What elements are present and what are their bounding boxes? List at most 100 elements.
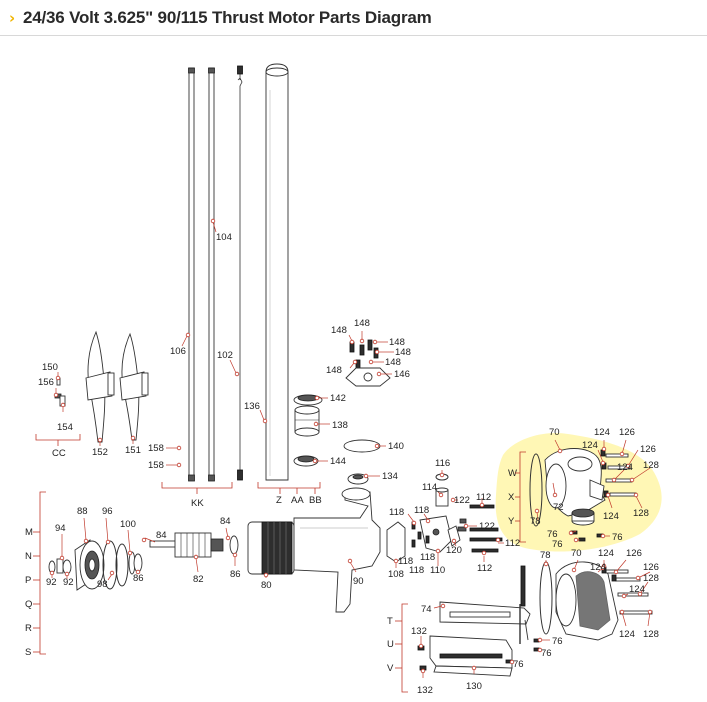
callout-92a: 92 [46, 577, 57, 588]
end-cap-88[interactable] [74, 539, 105, 591]
cap-72[interactable] [571, 508, 595, 526]
callout-130: 130 [466, 681, 482, 692]
armature-82[interactable] [149, 532, 224, 558]
collar-138[interactable] [294, 405, 320, 437]
callout-128b: 128 [633, 508, 649, 519]
callout-118c: 118 [420, 552, 435, 563]
callout-134: 134 [382, 471, 398, 482]
callout-110: 110 [430, 565, 445, 576]
group-label-m: M [25, 527, 33, 538]
shaft-104[interactable] [208, 67, 215, 482]
screws-118[interactable] [411, 521, 430, 548]
washer-94[interactable] [56, 558, 64, 574]
tray-130[interactable] [429, 635, 513, 677]
callout-158a: 158 [148, 443, 164, 454]
nut-92[interactable] [48, 559, 72, 575]
group-label-q: Q [25, 599, 32, 610]
lower-housing-70-lower[interactable] [555, 561, 619, 641]
callout-labels: 104 106 102 136 148 148 148 148 148 148 … [38, 232, 659, 696]
group-label-u: U [387, 639, 394, 650]
callout-152: 152 [92, 447, 108, 458]
bearing-86[interactable] [133, 535, 239, 573]
parts-diagram: 104 106 102 136 148 148 148 148 148 148 … [25, 63, 662, 696]
callout-98: 98 [97, 579, 108, 590]
callout-96: 96 [102, 506, 113, 517]
magnet-housing-80[interactable] [247, 521, 295, 575]
callout-132b: 132 [417, 685, 433, 696]
o-ring-78-lower[interactable] [539, 561, 553, 635]
z-aa-bb-bracket [257, 482, 321, 494]
callout-148e: 148 [385, 357, 401, 368]
callout-104: 104 [216, 232, 232, 243]
callout-124h: 124 [629, 584, 645, 595]
callout-126b: 126 [640, 444, 656, 455]
group-label-n: N [25, 551, 32, 562]
callout-140: 140 [388, 441, 404, 452]
callout-76d: 76 [552, 636, 563, 647]
part-120[interactable] [447, 525, 461, 547]
callout-86b: 86 [230, 569, 241, 580]
callout-156: 156 [38, 377, 54, 388]
control-cable-102[interactable] [237, 65, 243, 481]
screw-132[interactable] [417, 645, 427, 671]
part-114[interactable] [435, 487, 449, 507]
collar-134[interactable] [347, 473, 369, 485]
callout-148c: 148 [389, 337, 405, 348]
callout-126c: 126 [626, 548, 642, 559]
callout-122a: 122 [454, 495, 470, 506]
lower-housing-70-upper[interactable] [544, 448, 606, 517]
callout-148a: 148 [354, 318, 370, 329]
shaft-106[interactable] [188, 67, 195, 482]
callout-90: 90 [353, 576, 364, 587]
group-label-z: Z [276, 495, 282, 506]
callout-112b: 112 [505, 538, 520, 549]
composite-shaft-136[interactable] [265, 63, 289, 481]
callout-124c: 124 [617, 462, 633, 473]
group-label-y: Y [508, 516, 515, 527]
o-ring-78-upper[interactable] [529, 453, 543, 527]
callout-142: 142 [330, 393, 346, 404]
callout-leaders [49, 218, 653, 678]
group-label-v: V [387, 663, 394, 674]
part-122[interactable] [457, 518, 467, 532]
callout-136: 136 [244, 401, 260, 412]
o-ring-96[interactable] [102, 540, 118, 590]
group-label-r: R [25, 623, 32, 634]
callout-124i: 124 [619, 629, 635, 640]
group-ticks [33, 472, 520, 669]
callout-72: 72 [553, 502, 564, 513]
callout-148b: 148 [331, 325, 347, 336]
propeller-151[interactable] [119, 332, 149, 441]
motor-housing-90[interactable] [293, 487, 381, 613]
chevron-right-icon: › [9, 9, 16, 27]
header: › 24/36 Volt 3.625" 90/115 Thrust Motor … [0, 0, 707, 36]
callout-84a: 84 [156, 530, 167, 541]
mount-bracket-74[interactable] [439, 565, 531, 644]
group-label-kk: KK [191, 498, 204, 509]
callout-74: 74 [421, 604, 432, 615]
callout-122b: 122 [479, 521, 495, 532]
steering-head-108[interactable] [386, 521, 406, 563]
callout-78a: 78 [530, 516, 541, 527]
group-label-x: X [508, 492, 515, 503]
callout-124b: 124 [582, 440, 598, 451]
propeller-152[interactable] [85, 330, 115, 443]
group-label-p: P [25, 575, 31, 586]
title-divider [0, 35, 707, 36]
callout-108: 108 [388, 569, 404, 580]
callout-124g: 124 [590, 562, 606, 573]
o-ring-98[interactable] [115, 543, 129, 587]
bolts-148[interactable] [349, 339, 379, 371]
callout-144: 144 [330, 456, 346, 467]
collar-146[interactable] [345, 367, 391, 387]
callout-154: 154 [57, 422, 73, 433]
callout-126d: 126 [643, 562, 659, 573]
prop-pin-156-150[interactable] [54, 377, 66, 407]
collar-144[interactable] [293, 455, 319, 467]
callout-138: 138 [332, 420, 348, 431]
callout-118a: 118 [389, 507, 404, 518]
callout-70b: 70 [571, 548, 582, 559]
ring-140[interactable] [343, 439, 381, 453]
group-label-w: W [508, 468, 517, 479]
callout-120: 120 [446, 545, 462, 556]
